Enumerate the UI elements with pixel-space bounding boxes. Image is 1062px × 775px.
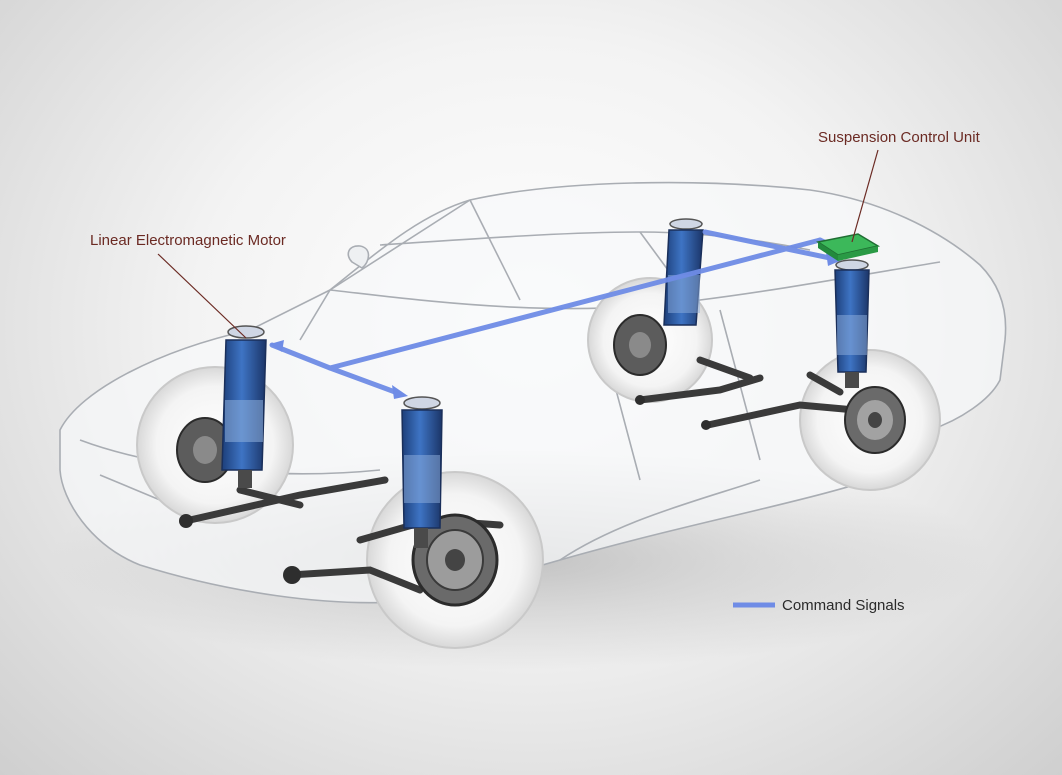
motor-front-left [222,326,266,488]
legend-command-signals: Command Signals [782,597,905,614]
motor-rear-right [835,260,869,388]
control-unit-label: Suspension Control Unit [818,129,980,146]
motor-front-right [402,397,442,548]
motor-leader-line [158,254,246,338]
motor-label: Linear Electromagnetic Motor [90,232,286,249]
